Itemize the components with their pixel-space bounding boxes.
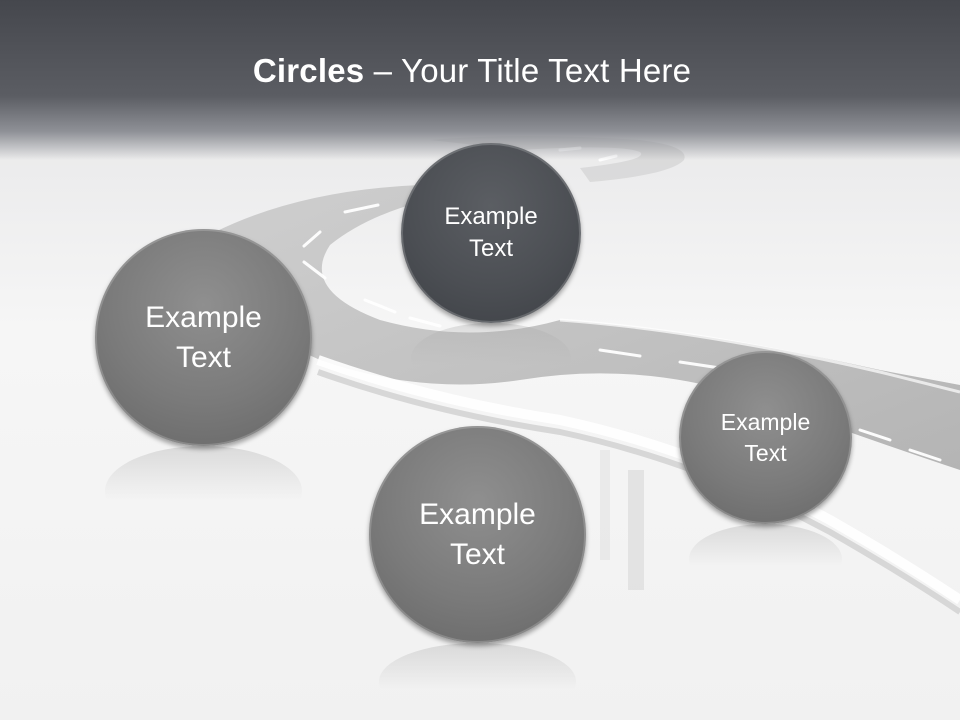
circle-text-line2: Text xyxy=(468,235,513,262)
slide-title: Circles – Your Title Text Here xyxy=(0,52,944,90)
title-bold: Circles xyxy=(252,52,365,89)
circle-text-line1: Example xyxy=(419,497,536,531)
circle-reflection xyxy=(689,524,842,594)
circle-text-line1: Example xyxy=(145,300,262,334)
circle-text-line1: Example xyxy=(444,203,538,231)
circle-text-line1: Example xyxy=(720,409,811,436)
header-band xyxy=(0,0,960,160)
circle-bottom[interactable]: Example Text xyxy=(369,426,586,643)
circle-reflection xyxy=(411,323,571,393)
circle-reflection xyxy=(105,446,302,536)
circle-text-line2: Text xyxy=(449,537,506,571)
circle-right[interactable]: Example Text xyxy=(679,351,852,524)
circle-left[interactable]: Example Text xyxy=(95,229,312,446)
circle-text-line2: Text xyxy=(744,439,787,466)
title-rest: – Your Title Text Here xyxy=(364,52,692,89)
circle-top[interactable]: Example Text xyxy=(401,143,581,323)
circle-reflection xyxy=(379,643,576,720)
circle-text-line2: Text xyxy=(175,340,232,374)
